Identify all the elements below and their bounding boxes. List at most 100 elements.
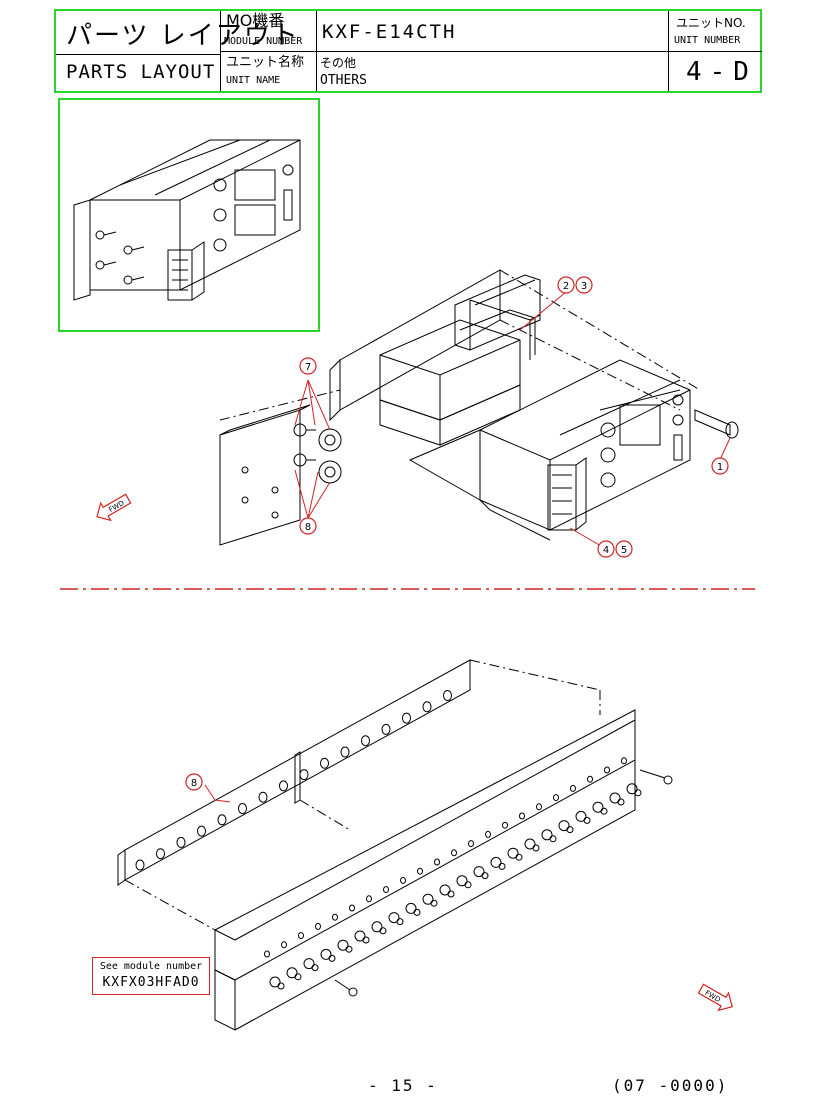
bnc-connector-nut: [464, 881, 472, 889]
channel-hole: [383, 886, 389, 894]
overview-inset-frame: [58, 98, 320, 332]
callout-4: 4: [597, 540, 615, 558]
bnc-connector: [558, 820, 570, 832]
bnc-connector: [490, 856, 502, 868]
title-block: パーツ レイアウト PARTS LAYOUT MO機番 MODULE NUMBE…: [54, 9, 762, 93]
svg-text:8: 8: [191, 778, 197, 789]
channel-hole: [485, 830, 491, 838]
channel-hole: [366, 895, 372, 903]
channel-hole: [587, 775, 593, 783]
bnc-connector: [541, 829, 553, 841]
perforation-hole: [135, 859, 145, 871]
bnc-connector: [524, 838, 536, 850]
svg-text:4: 4: [603, 545, 609, 556]
bnc-connector: [303, 958, 315, 970]
bnc-connector-nut: [447, 890, 455, 898]
perforation-hole: [156, 848, 165, 860]
bnc-connector-nut: [549, 835, 557, 843]
perforation-hole: [381, 723, 391, 735]
channel-hole: [400, 876, 406, 884]
bnc-connector: [354, 930, 366, 942]
channel-hole: [332, 913, 338, 921]
bnc-connector-nut: [345, 945, 353, 953]
channel-hole: [570, 784, 576, 792]
callout-3: 3: [575, 276, 593, 294]
svg-text:7: 7: [305, 362, 311, 373]
bnc-connector: [320, 948, 332, 960]
perforation-hole: [197, 825, 206, 837]
bnc-connector: [371, 921, 383, 933]
bnc-connector-nut: [617, 798, 625, 806]
channel-hole: [536, 803, 542, 811]
fwd-arrow-icon: FWD: [96, 493, 132, 522]
bnc-connector: [473, 866, 485, 878]
bnc-connector: [422, 893, 434, 905]
unit-no-value: 4-D: [686, 57, 757, 87]
bnc-connector: [439, 884, 451, 896]
channel-hole: [468, 840, 474, 848]
module-label-en: MODULE NUMBER: [224, 36, 303, 47]
unit-value-en: OTHERS: [320, 73, 367, 88]
module-number-value: KXF-E14CTH: [322, 21, 457, 43]
bnc-connector-nut: [379, 927, 387, 935]
module-label-jp: MO機番: [226, 11, 285, 30]
channel-hole: [417, 867, 423, 875]
channel-hole: [281, 941, 287, 949]
bnc-connector: [507, 847, 519, 859]
bnc-connector-nut: [396, 918, 404, 926]
module-reference-note: See module number KXFX03HFAD0: [92, 957, 210, 995]
channel-hole: [349, 904, 355, 912]
bnc-connector-nut: [362, 936, 370, 944]
bnc-connector: [575, 810, 587, 822]
perforation-hole: [402, 712, 411, 724]
perforation-hole: [320, 757, 329, 769]
channel-hole: [264, 950, 270, 958]
bnc-connector-nut: [328, 954, 336, 962]
bnc-connector-nut: [277, 982, 285, 990]
svg-text:2: 2: [563, 281, 569, 292]
perforation-hole: [361, 735, 370, 747]
bnc-connector: [388, 912, 400, 924]
section-divider: [60, 588, 755, 590]
perforation-hole: [299, 769, 309, 781]
channel-hole: [434, 858, 440, 866]
channel-hole: [604, 766, 610, 774]
callout-8-upper: 8: [299, 517, 317, 535]
unit-no-label-jp: ユニットNO.: [676, 16, 746, 30]
bnc-connector-nut: [430, 899, 438, 907]
note-line-1: See module number: [99, 961, 203, 972]
bnc-connector-nut: [498, 862, 506, 870]
lower-exploded-view: 8 FWD: [117, 659, 733, 1031]
title-jp: パーツ レイアウト: [66, 21, 300, 51]
upper-exploded-view: 7 8 2 3 1 4 5 FWD: [96, 269, 739, 558]
bnc-connector: [269, 976, 281, 988]
perforation-hole: [238, 803, 247, 814]
channel-hole: [451, 849, 457, 857]
channel-hole: [502, 821, 508, 829]
unit-value-jp: その他: [320, 56, 357, 70]
overview-assembly-drawing: [73, 139, 301, 301]
svg-text:8: 8: [305, 522, 311, 533]
unit-label-en: UNIT NAME: [226, 75, 281, 86]
bnc-connector: [626, 783, 638, 795]
svg-text:3: 3: [581, 281, 587, 292]
perforation-hole: [443, 690, 452, 701]
perforation-hole: [258, 791, 268, 803]
bnc-connector: [609, 792, 621, 804]
bnc-connector-nut: [600, 807, 608, 815]
perforation-hole: [422, 701, 432, 713]
callout-7: 7: [299, 357, 317, 375]
bnc-connector: [592, 801, 604, 813]
callout-2: 2: [557, 276, 575, 294]
bnc-connector-nut: [532, 844, 540, 852]
fwd-arrow-lower-icon: FWD: [697, 983, 733, 1012]
channel-hole: [621, 757, 627, 765]
unit-label-jp: ユニット名称: [226, 55, 305, 70]
page-number: - 15 -: [368, 1076, 438, 1095]
perforation-hole: [217, 814, 227, 826]
bnc-connector: [337, 939, 349, 951]
unit-no-label-en: UNIT NUMBER: [674, 35, 741, 46]
bnc-connector-nut: [481, 872, 489, 880]
bnc-connector-nut: [634, 789, 642, 797]
bnc-connector-nut: [413, 908, 421, 916]
